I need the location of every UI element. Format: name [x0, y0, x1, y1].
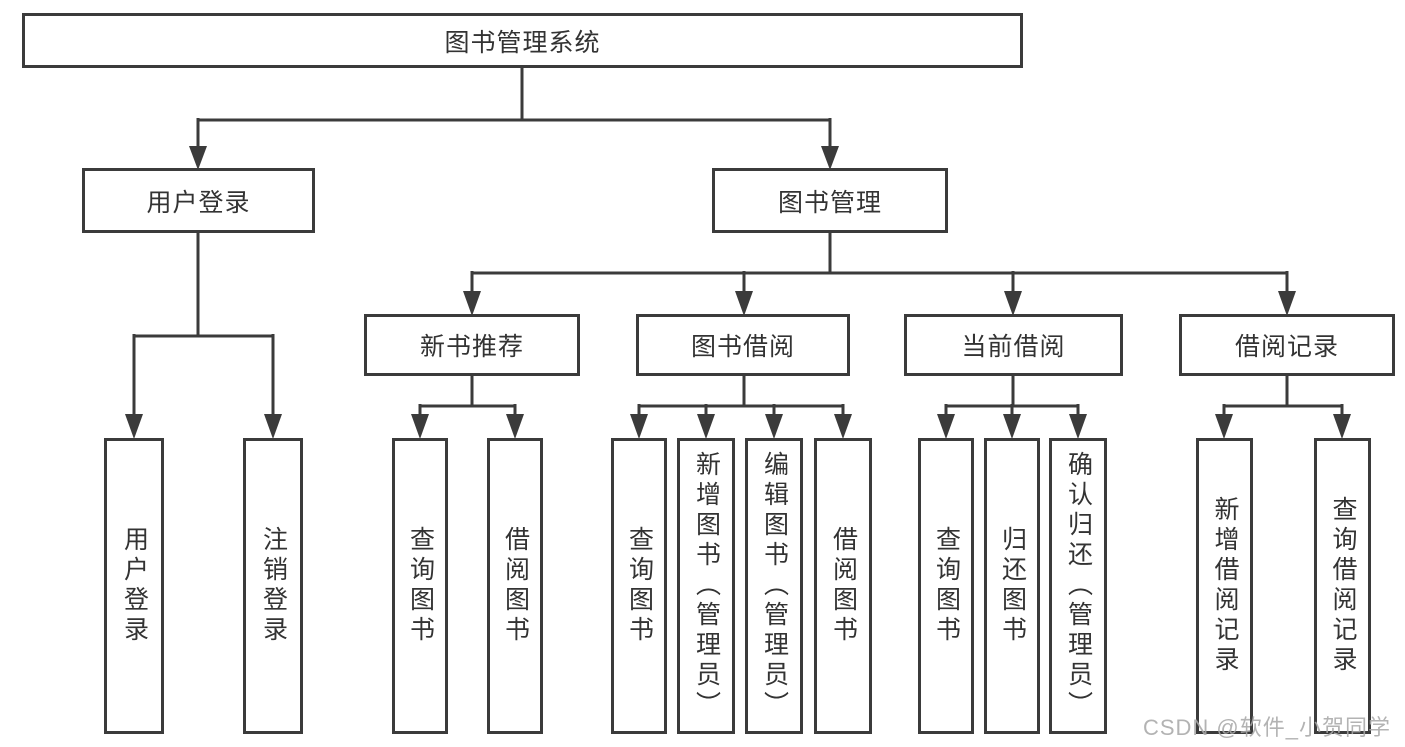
leaf-query-books-2: 查询图书	[611, 438, 667, 734]
arrowheads	[125, 146, 1351, 439]
node-new-book-recommend: 新书推荐	[364, 314, 580, 376]
leaf-return-books: 归还图书	[984, 438, 1040, 734]
leaf-logout: 注销登录	[243, 438, 303, 734]
csdn-watermark: CSDN @软件_小贺同学	[1142, 715, 1391, 740]
leaf-borrow-books-2: 借阅图书	[814, 438, 872, 734]
leaf-add-borrow-record: 新增借阅记录	[1196, 438, 1253, 734]
leaf-add-book-admin: 新增图书（管理员）	[677, 438, 735, 734]
node-book-borrow: 图书借阅	[636, 314, 850, 376]
leaf-borrow-books-1: 借阅图书	[487, 438, 543, 734]
node-borrow-records: 借阅记录	[1179, 314, 1395, 376]
leaf-confirm-return-admin: 确认归还（管理员）	[1049, 438, 1107, 734]
leaf-query-books-1: 查询图书	[392, 438, 448, 734]
leaf-user-login: 用户登录	[104, 438, 164, 734]
node-library-system: 图书管理系统	[22, 13, 1023, 68]
node-book-management: 图书管理	[712, 168, 948, 233]
node-current-borrow: 当前借阅	[904, 314, 1123, 376]
node-user-login: 用户登录	[82, 168, 315, 233]
leaf-edit-book-admin: 编辑图书（管理员）	[745, 438, 803, 734]
leaf-query-books-3: 查询图书	[918, 438, 974, 734]
leaf-query-borrow-record: 查询借阅记录	[1314, 438, 1371, 734]
